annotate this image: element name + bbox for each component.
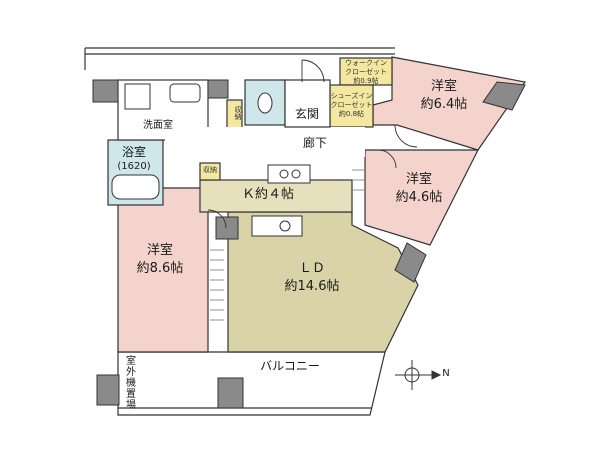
doors [207,59,418,229]
bath-fixtures [111,83,273,200]
room-western-46 [364,149,479,246]
kitchen-counters [251,164,311,237]
room-western-86 [117,187,209,353]
walkin-closet-line3: 約0.9帖 [353,76,379,85]
compass [395,360,442,390]
shoes-closet-line2: クローゼット [330,100,373,109]
entrance-area [284,79,331,128]
storage-b-label: 収納 [203,166,217,174]
room-western-46-size: 約4.6帖 [395,190,443,205]
room-ld-size: 約14.6帖 [284,279,340,294]
room-kitchen-name: Ｋ約４帖 [241,187,294,202]
compass-north-label: N [442,368,450,379]
shoes-closet-label: シューズイン クローゼット 約0.8帖 [330,92,373,118]
closet-hatching [210,169,366,321]
room-outdoor-unit-name: 室外機置場 [123,355,135,410]
room-washroom-name: 洗面室 [143,120,173,131]
walkin-closet-label: ウォークイン クローゼット 約0.9帖 [340,59,392,85]
shoes-closet-line1: シューズイン [330,92,373,100]
shoes-closet-line3: 約0.8帖 [338,109,365,118]
room-western-86-name: 洋室 [146,243,173,258]
room-entrance-name: 玄関 [294,107,319,121]
storage-b-area [199,162,221,181]
walkin-closet-line2: クローゼット [345,67,387,76]
room-hallway-name: 廊下 [302,136,327,150]
top-railing [84,47,395,70]
room-bath-name: 浴室 [121,145,146,159]
walkin-closet-line1: ウォークイン [345,59,387,67]
room-western-64-size: 約6.4帖 [420,97,468,112]
rooms [107,56,527,353]
shoes-closet-area [329,84,374,128]
room-ld-name: ＬＤ [298,261,325,276]
hallway-area [165,127,365,157]
room-balcony-name: バルコニー [260,359,320,373]
room-bath-size: (1620) [117,161,151,172]
room-western-46-name: 洋室 [405,172,432,187]
walkin-closet-area [339,57,393,86]
room-western-64-name: 洋室 [430,79,457,94]
columns [92,79,526,409]
room-kitchen [199,179,353,213]
room-western-86-size: 約8.6帖 [136,261,184,276]
storage-a-label: 収納 [234,106,242,120]
